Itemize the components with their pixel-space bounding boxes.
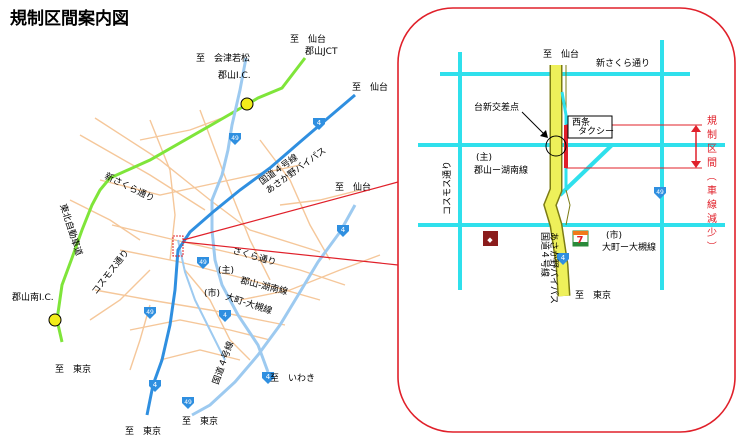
taishin-crossing-arrowhead [540,130,548,138]
inset-shin-sakura-label: 新さくら通り [596,57,650,69]
svg-text:4: 4 [561,254,566,262]
inset-bypass-label-group: 国道４号線 あさか野バイパス [539,232,559,304]
to-tokyo-left-label: 至 東京 [55,363,91,375]
koriyama-minami-ic-label: 郡山南I.C. [12,291,54,303]
to-tokyo-bottom-label: 至 東京 [125,425,161,437]
inset-roads [418,40,725,290]
inset-map: 西条 タクシー ◆ 7 49 4 至 仙台 新さくら通り 台新交差点 (主) 郡… [397,7,736,433]
store-icon-left-glyph: ◆ [487,236,493,244]
route-shield: 49 [144,307,156,319]
inset-shu-mark: (主) [476,151,492,163]
route-shield: 49 [182,397,194,409]
svg-text:49: 49 [231,135,239,142]
svg-text:7: 7 [577,235,584,246]
svg-text:49: 49 [656,189,664,196]
route-shield: 49 [197,257,209,269]
taxi-label: 西条 タクシー [572,116,614,137]
restriction-label-char: 間 [707,157,717,169]
route4-road [145,93,356,416]
restriction-label-char: ） [705,241,717,251]
svg-text:4: 4 [341,226,346,234]
store-icon-left [483,231,498,246]
koriyama-minami-ic-marker [48,313,62,327]
shin-sakura-label: 新さくら通り [103,170,157,204]
koriyama-konan-label: 郡山-湖南線 [239,274,289,297]
cosmos-label: コスモス通り [90,248,132,297]
route4-right-road [191,204,357,417]
inset-route4-road [544,65,569,297]
svg-text:4: 4 [266,373,271,381]
taishin-crossing-circle [545,135,567,157]
route-shield: 49 [654,187,666,199]
restriction-label-char: 少 [707,227,717,239]
map-title: 規制区間案内図 [10,8,129,29]
taishin-crossing-pointer [521,111,545,135]
restriction-label-char: 制 [707,128,717,141]
route49-road [210,57,270,373]
inset-to-sendai-label: 至 仙台 [543,48,579,60]
svg-text:4: 4 [317,119,322,127]
overview-map: 49 4 4 49 49 4 [12,33,388,437]
overview-regulation-box [172,235,184,257]
route-shield: 49 [229,133,241,145]
route4-label: 国道４号線 [210,340,237,386]
inset-omachi-oshima-label: 大町ー大槻線 [602,241,656,253]
svg-text:49: 49 [146,309,154,316]
overview-shi-mark: (市) [204,287,220,299]
overview-route-shields: 49 4 4 49 49 4 [144,118,349,409]
koriyama-ic-label: 郡山I.C. [218,70,251,81]
route-shield: 4 [149,380,161,392]
tohoku-expressway-road [55,57,307,343]
inset-shi-mark: (市) [606,229,622,241]
local-roads [69,109,381,371]
inset-to-tokyo-label: 至 東京 [575,289,611,301]
restriction-label-char: 区 [707,143,717,155]
inset-koriyama-konan-label: 郡山ー湖南線 [474,164,528,176]
restriction-label-char: 線 [707,198,717,211]
inset-bypass-line1: 国道４号線 [539,232,551,277]
restriction-label-char: （ [705,171,717,181]
inset-bypass-line2: あさか野バイパス [548,232,559,304]
taxi-label-line1: 西条 [572,116,590,128]
to-iwaki-label: 至 いわき [270,373,315,384]
overview-shu-mark: (主) [218,264,234,276]
svg-text:49: 49 [199,259,207,266]
koriyama-jct-label: 郡山JCT [305,46,338,57]
route-shield: 4 [219,310,231,322]
restriction-label-char: 車 [707,184,717,197]
convenience-store-icon: 7 [572,230,589,247]
zoom-connector-lines [182,181,399,266]
restriction-label-char: 規 [707,115,717,127]
taishin-crossing-label: 台新交差点 [474,101,519,113]
to-sendai-r4-right-label: 至 仙台 [335,181,371,193]
svg-text:4: 4 [153,381,158,389]
route-shield: 4 [262,372,274,384]
koriyama-ic-marker [240,97,254,111]
taxi-building [567,115,613,139]
route-shield: 4 [557,253,569,265]
restriction-arrow [691,125,701,168]
inset-bypass-label: 国道４号線 あさか野バイパス [539,232,559,304]
svg-text:49: 49 [184,399,192,406]
route49-branch-road [177,239,226,361]
svg-text:4: 4 [223,312,227,319]
route-shield: 4 [337,225,349,237]
to-sendai-jct-label: 至 仙台 [290,33,326,45]
restriction-label-char: 減 [707,212,717,225]
inset-cosmos-label: コスモス通り [442,161,453,215]
taxi-label-line2: タクシー [578,126,614,137]
to-sendai-r4-upper-label: 至 仙台 [352,81,388,93]
to-tokyo-bottom-right-label: 至 東京 [182,415,218,427]
to-aizu-label: 至 会津若松 [196,52,250,64]
route-shield: 4 [313,118,325,130]
